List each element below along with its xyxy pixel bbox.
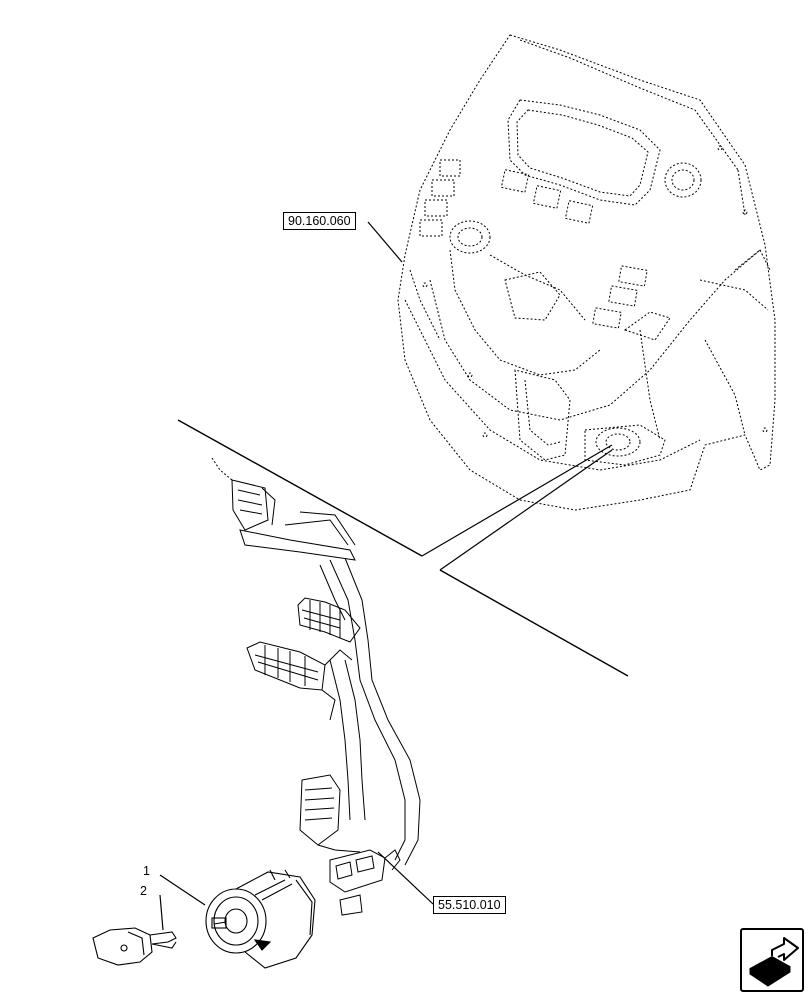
item-number-2: 2 (140, 884, 147, 898)
key (92, 927, 177, 966)
callout-55-510-010[interactable]: 55.510.010 (433, 896, 506, 914)
jump-arrow-icon (749, 937, 799, 987)
jump-arrow-button[interactable] (740, 928, 804, 992)
ignition-switch (205, 869, 316, 969)
leader-lines (159, 221, 613, 931)
callout-90-160-060[interactable]: 90.160.060 (283, 212, 356, 230)
dashboard-console (397, 34, 776, 511)
wire-harness (211, 457, 421, 916)
item-number-1: 1 (143, 864, 150, 878)
section-divider (177, 419, 629, 677)
